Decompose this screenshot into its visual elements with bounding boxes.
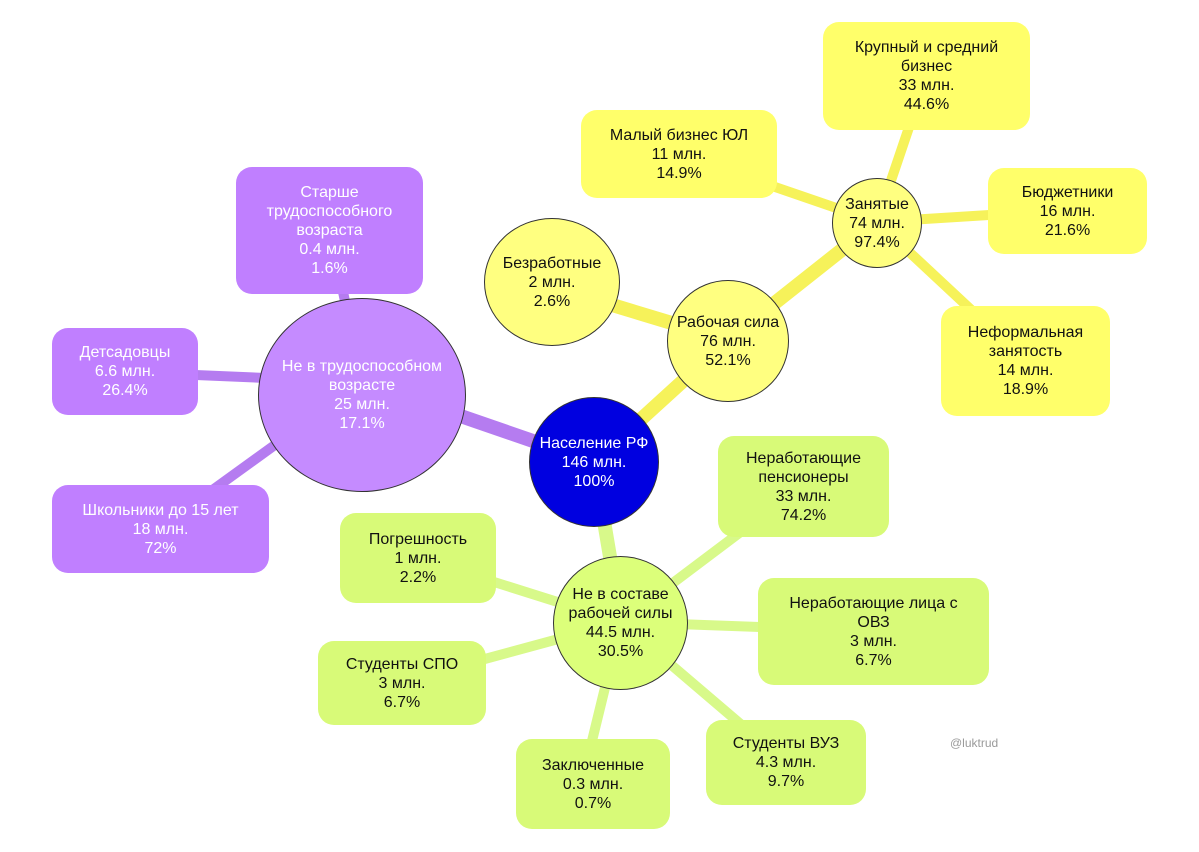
node-students-vuz: Студенты ВУЗ 4.3 млн. 9.7% (706, 720, 866, 805)
node-error-margin: Погрешность 1 млн. 2.2% (340, 513, 496, 603)
node-not-working-age: Не в трудоспособном возрасте 25 млн. 17.… (258, 298, 466, 492)
kindergarten-share: 26.4% (102, 382, 148, 399)
students-spo-share: 6.7% (383, 693, 421, 711)
informal-value: 14 млн. (997, 362, 1054, 379)
node-not-in-labor: Не в составе рабочей силы 44.5 млн. 30.5… (553, 556, 688, 690)
node-kindergarten: Детсадовцы 6.6 млн. 26.4% (52, 328, 198, 415)
students-spo-name: Студенты СПО (345, 655, 459, 673)
disabled-share: 6.7% (855, 651, 892, 669)
informal-share: 18.9% (1002, 381, 1049, 398)
unemployed-value: 2 млн. (528, 273, 576, 291)
root-node-population: Население РФ 146 млн. 100% (529, 397, 659, 527)
schoolchildren-share: 72% (144, 539, 177, 557)
kindergarten-name: Детсадовцы (79, 344, 171, 361)
not-in-labor-value: 44.5 млн. (585, 624, 656, 641)
prisoners-value: 0.3 млн. (562, 775, 624, 793)
public-sector-name: Бюджетники (1021, 183, 1114, 201)
root-value: 146 млн. (561, 453, 627, 471)
students-spo-value: 3 млн. (378, 674, 426, 692)
node-older: Старше трудоспособного возраста 0.4 млн.… (236, 167, 423, 294)
error-margin-share: 2.2% (399, 568, 437, 586)
big-business-name: Крупный и средний бизнес (854, 39, 999, 75)
prisoners-share: 0.7% (574, 794, 612, 812)
node-big-business: Крупный и средний бизнес 33 млн. 44.6% (823, 22, 1030, 130)
big-business-share: 44.6% (903, 96, 950, 113)
schoolchildren-name: Школьники до 15 лет (82, 501, 239, 519)
error-margin-value: 1 млн. (394, 549, 442, 567)
watermark: @luktrud (950, 736, 999, 750)
labor-force-share: 52.1% (705, 351, 751, 369)
small-business-name: Малый бизнес ЮЛ (609, 126, 749, 144)
students-vuz-value: 4.3 млн. (755, 754, 817, 771)
disabled-value: 3 млн. (850, 632, 897, 650)
disabled-name: Неработающие лица с ОВЗ (789, 594, 958, 631)
small-business-value: 11 млн. (651, 145, 707, 163)
node-small-business: Малый бизнес ЮЛ 11 млн. 14.9% (581, 110, 777, 198)
unemployed-name: Безработные (502, 254, 602, 272)
unemployed-share: 2.6% (533, 292, 571, 310)
node-unemployed: Безработные 2 млн. 2.6% (484, 218, 620, 346)
students-vuz-name: Студенты ВУЗ (732, 735, 840, 752)
schoolchildren-value: 18 млн. (132, 520, 189, 538)
older-share: 1.6% (311, 260, 348, 277)
node-pensioners: Неработающие пенсионеры 33 млн. 74.2% (718, 436, 889, 537)
not-in-labor-name: Не в составе рабочей силы (568, 586, 673, 622)
labor-force-name: Рабочая сила (676, 313, 780, 331)
small-business-share: 14.9% (656, 164, 702, 182)
error-margin-name: Погрешность (368, 530, 468, 548)
root-share: 100% (573, 472, 615, 490)
node-students-spo: Студенты СПО 3 млн. 6.7% (318, 641, 486, 725)
employed-value: 74 млн. (849, 214, 905, 232)
node-employed: Занятые 74 млн. 97.4% (832, 178, 922, 268)
node-labor-force: Рабочая сила 76 млн. 52.1% (667, 280, 789, 402)
students-vuz-share: 9.7% (767, 773, 805, 790)
pensioners-value: 33 млн. (775, 487, 832, 505)
root-name: Население РФ (539, 434, 649, 452)
not-in-labor-share: 30.5% (597, 643, 644, 660)
employed-share: 97.4% (854, 233, 900, 251)
employed-name: Занятые (845, 195, 909, 213)
older-value: 0.4 млн. (299, 241, 360, 258)
not-working-age-name: Не в трудоспособном возрасте (281, 358, 443, 394)
prisoners-name: Заключенные (541, 756, 645, 774)
node-prisoners: Заключенные 0.3 млн. 0.7% (516, 739, 670, 829)
labor-force-value: 76 млн. (700, 332, 756, 350)
node-schoolchildren: Школьники до 15 лет 18 млн. 72% (52, 485, 269, 573)
pensioners-name: Неработающие пенсионеры (745, 449, 861, 486)
big-business-value: 33 млн. (898, 77, 955, 94)
node-disabled: Неработающие лица с ОВЗ 3 млн. 6.7% (758, 578, 989, 685)
node-informal: Неформальная занятость 14 млн. 18.9% (941, 306, 1110, 416)
older-name: Старше трудоспособного возраста (266, 184, 393, 239)
pensioners-share: 74.2% (780, 506, 827, 524)
kindergarten-value: 6.6 млн. (94, 363, 156, 380)
public-sector-share: 21.6% (1044, 221, 1091, 239)
not-working-age-share: 17.1% (339, 415, 385, 432)
node-public-sector: Бюджетники 16 млн. 21.6% (988, 168, 1147, 254)
informal-name: Неформальная занятость (967, 324, 1084, 360)
public-sector-value: 16 млн. (1039, 202, 1096, 220)
not-working-age-value: 25 млн. (334, 396, 390, 413)
